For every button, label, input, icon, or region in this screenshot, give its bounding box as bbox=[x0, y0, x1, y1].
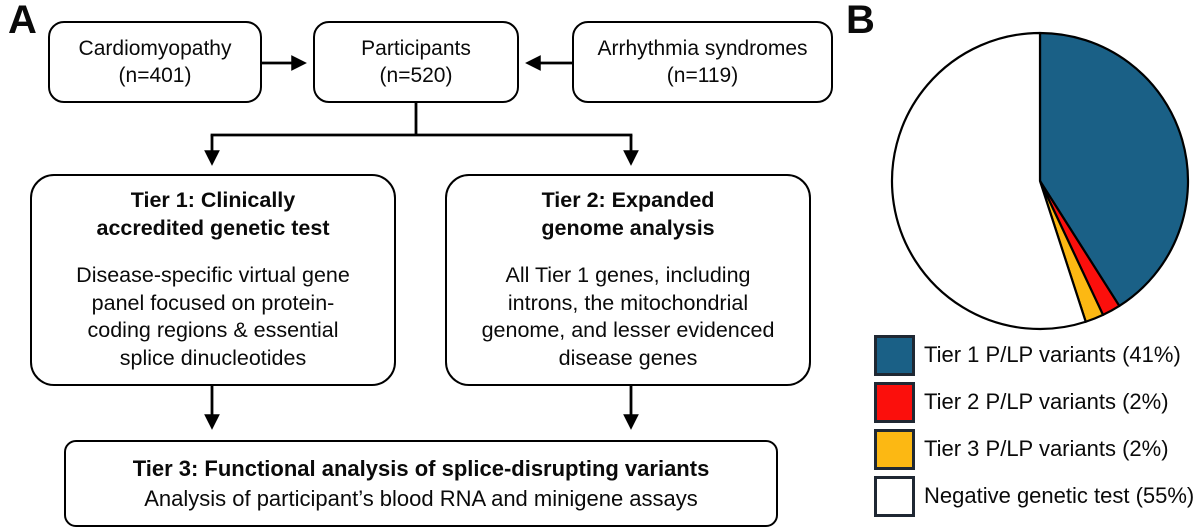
legend-item-tier3: Tier 3 P/LP variants (2%) bbox=[874, 428, 1169, 470]
tier3-box: Tier 3: Functional analysis of splice-di… bbox=[64, 440, 778, 527]
legend-item-tier1: Tier 1 P/LP variants (41%) bbox=[874, 334, 1181, 376]
arrhythmia-box: Arrhythmia syndromes (n=119) bbox=[572, 21, 833, 103]
tier1-body: Disease-specific virtual gene panel focu… bbox=[76, 262, 350, 371]
panel-a-label: A bbox=[8, 0, 37, 42]
pie-slice-4 bbox=[890, 31, 1087, 331]
legend-item-tier2: Tier 2 P/LP variants (2%) bbox=[874, 381, 1169, 423]
participants-text: Participants (n=520) bbox=[361, 36, 471, 87]
tier3-body: Analysis of participant’s blood RNA and … bbox=[144, 485, 698, 511]
tier2-legend-label: Tier 2 P/LP variants (2%) bbox=[924, 389, 1169, 414]
tier2-box: Tier 2: Expanded genome analysis All Tie… bbox=[445, 174, 811, 386]
tier3-swatch bbox=[874, 428, 915, 470]
legend-item-negative: Negative genetic test (55%) bbox=[874, 475, 1194, 517]
tier1-box: Tier 1: Clinically accredited genetic te… bbox=[30, 174, 396, 386]
arrhythmia-text: Arrhythmia syndromes (n=119) bbox=[597, 36, 808, 87]
tier3-title: Tier 3: Functional analysis of splice-di… bbox=[132, 455, 710, 481]
participants-box: Participants (n=520) bbox=[313, 21, 519, 103]
cardiomyopathy-text: Cardiomyopathy (n=401) bbox=[78, 36, 232, 87]
pie-chart bbox=[890, 31, 1190, 331]
panel-b-label: B bbox=[846, 0, 875, 42]
tier2-swatch bbox=[874, 381, 915, 423]
tier2-title: Tier 2: Expanded genome analysis bbox=[541, 187, 715, 240]
tier1-swatch bbox=[874, 334, 915, 376]
tier2-body: All Tier 1 genes, including introns, the… bbox=[481, 262, 775, 371]
cardiomyopathy-box: Cardiomyopathy (n=401) bbox=[48, 21, 262, 103]
negative-swatch bbox=[874, 475, 915, 517]
tier1-title: Tier 1: Clinically accredited genetic te… bbox=[96, 187, 330, 240]
tier1-legend-label: Tier 1 P/LP variants (41%) bbox=[924, 342, 1181, 367]
negative-legend-label: Negative genetic test (55%) bbox=[924, 483, 1195, 508]
tier3-legend-label: Tier 3 P/LP variants (2%) bbox=[924, 436, 1169, 461]
